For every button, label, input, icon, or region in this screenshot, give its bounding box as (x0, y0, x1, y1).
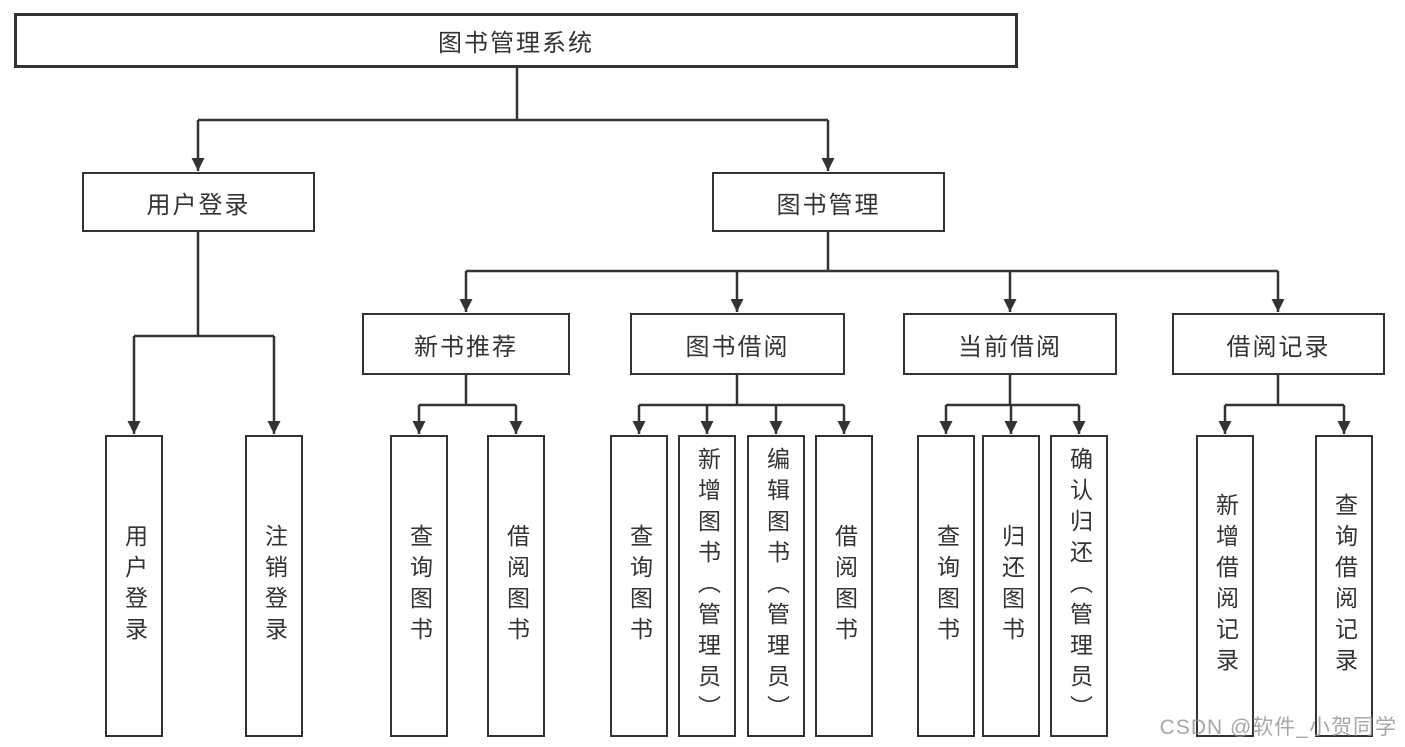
node-return-books-label: 归还图书 (998, 524, 1025, 648)
node-logout-leaf-label: 注销登录 (261, 524, 288, 648)
node-add-books-admin-label: 新增图书（管理员） (694, 446, 721, 726)
watermark: CSDN @软件_小贺同学 (1159, 716, 1397, 739)
connector-arrow-lines (127, 120, 1351, 434)
node-query-books-2-label: 查询图书 (626, 524, 653, 648)
node-query-books-1: 查询图书 (390, 435, 448, 737)
node-query-books-3-label: 查询图书 (933, 524, 960, 648)
node-confirm-return-admin: 确认归还（管理员） (1050, 435, 1108, 737)
node-book-borrow: 图书借阅 (630, 313, 845, 375)
node-add-books-admin: 新增图书（管理员） (678, 435, 736, 737)
node-user-login-module-label: 用户登录 (146, 191, 251, 219)
node-query-books-3: 查询图书 (917, 435, 975, 737)
node-borrow-records-label: 借阅记录 (1226, 333, 1331, 361)
node-borrow-books-1-label: 借阅图书 (503, 524, 530, 648)
node-edit-books-admin-label: 编辑图书（管理员） (763, 446, 790, 726)
node-library-system: 图书管理系统 (14, 13, 1018, 68)
node-confirm-return-admin-label: 确认归还（管理员） (1066, 446, 1093, 726)
node-library-system-label: 图书管理系统 (438, 30, 594, 57)
node-new-book-recommend-label: 新书推荐 (414, 333, 518, 361)
node-current-borrow-label: 当前借阅 (958, 333, 1062, 361)
node-query-borrow-record-label: 查询借阅记录 (1331, 493, 1358, 679)
node-current-borrow: 当前借阅 (903, 313, 1117, 375)
node-new-book-recommend: 新书推荐 (362, 313, 570, 375)
node-user-login-leaf-label: 用户登录 (121, 524, 148, 648)
node-query-books-1-label: 查询图书 (406, 524, 433, 648)
node-add-borrow-record-label: 新增借阅记录 (1212, 493, 1239, 679)
node-user-login-leaf: 用户登录 (105, 435, 163, 737)
node-borrow-books-1: 借阅图书 (487, 435, 545, 737)
node-borrow-books-2-label: 借阅图书 (831, 524, 858, 648)
node-edit-books-admin: 编辑图书（管理员） (747, 435, 805, 737)
node-add-borrow-record: 新增借阅记录 (1196, 435, 1254, 737)
node-user-login-module: 用户登录 (82, 172, 315, 232)
node-query-borrow-record: 查询借阅记录 (1315, 435, 1373, 737)
node-book-management-module: 图书管理 (712, 172, 945, 232)
node-logout-leaf: 注销登录 (245, 435, 303, 737)
node-borrow-records: 借阅记录 (1172, 313, 1385, 375)
node-return-books: 归还图书 (982, 435, 1040, 737)
node-book-borrow-label: 图书借阅 (685, 333, 790, 361)
node-query-books-2: 查询图书 (610, 435, 668, 737)
node-borrow-books-2: 借阅图书 (815, 435, 873, 737)
node-book-management-module-label: 图书管理 (776, 191, 881, 219)
